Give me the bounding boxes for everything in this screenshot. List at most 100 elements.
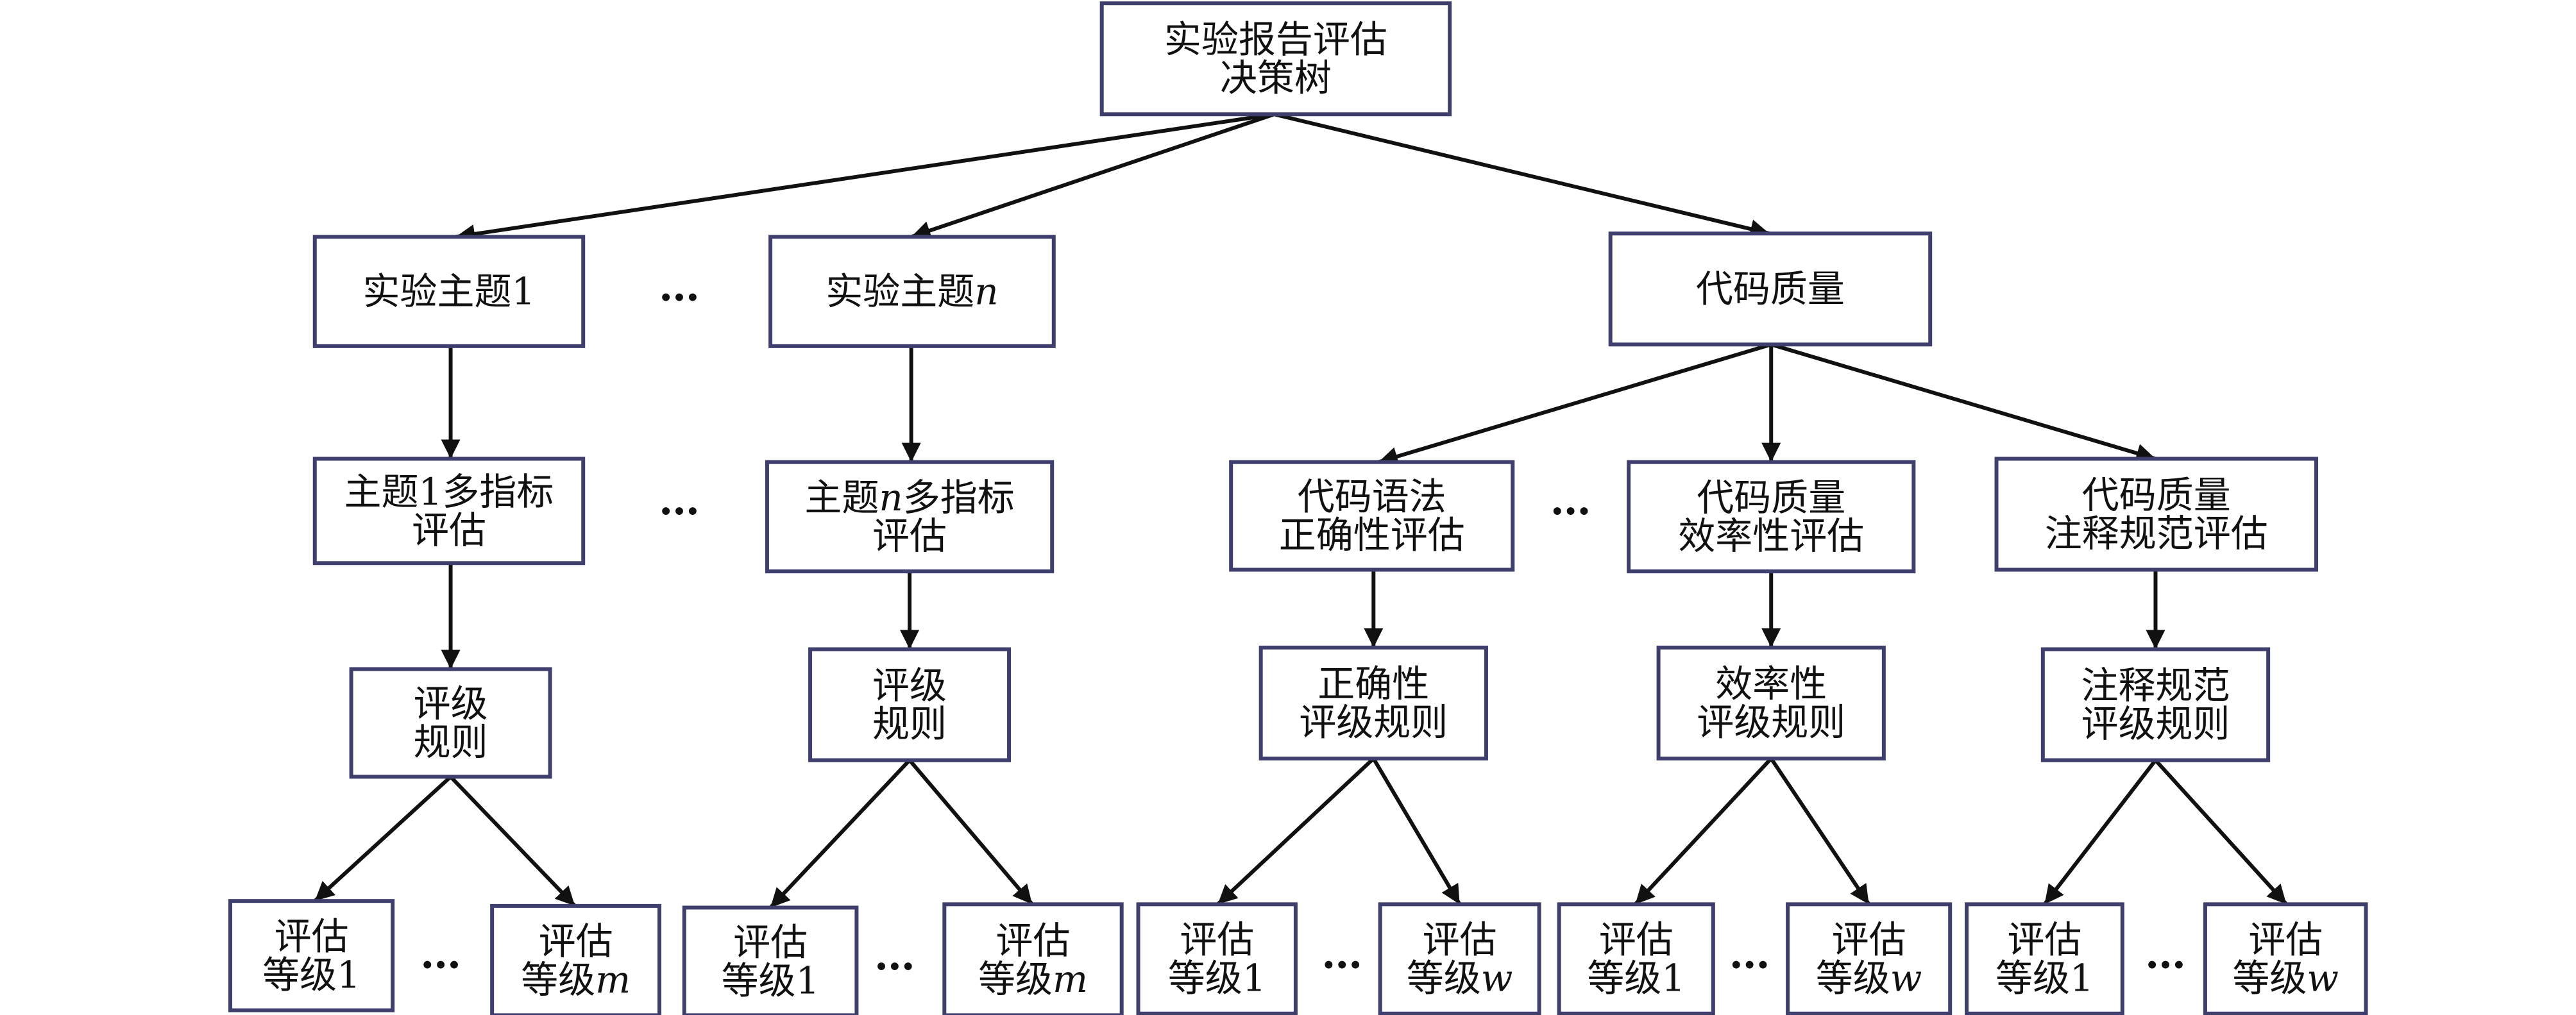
edges: [313, 112, 2288, 909]
node-code: 代码质量: [1608, 231, 1933, 347]
edge-arrow: [2154, 759, 2288, 906]
node-box: [1965, 902, 2124, 1015]
node-box: [1994, 457, 2319, 572]
node-tn-rule: 评级规则: [808, 647, 1012, 762]
node-label: 实验主题1: [363, 270, 536, 314]
node-label: 注释规范: [2081, 664, 2230, 707]
node-topic1: 实验主题1: [312, 235, 586, 348]
node-box: [768, 235, 1056, 348]
edge-arrow: [1216, 757, 1375, 906]
node-box: [1627, 460, 1916, 574]
node-label: 评估: [1599, 918, 1674, 962]
node-box: [349, 667, 552, 779]
node-label: 代码质量: [1697, 476, 1845, 519]
edge-arrow: [1273, 112, 1770, 239]
node-label: 等级w: [1816, 957, 1922, 1000]
node-label: 等级1: [1587, 957, 1685, 1000]
node-box: [1136, 902, 1298, 1015]
edge-arrow: [768, 759, 911, 909]
edge-arrow: [1371, 757, 1462, 905]
node-label: 评级规则: [2081, 702, 2230, 746]
edge-arrow: [1378, 342, 1772, 466]
node-label: 等级1: [722, 959, 820, 1002]
node-label: 规则: [414, 720, 488, 764]
node-box: [1656, 645, 1886, 761]
node-label: 决策树: [1220, 56, 1332, 100]
node-label: 评估: [733, 920, 808, 964]
node-label: 效率性: [1715, 662, 1827, 705]
node-label: 正确性: [1318, 662, 1429, 705]
node-topicn: 实验主题n: [768, 235, 1056, 348]
node-label: 正确性评估: [1279, 514, 1465, 557]
node-label: 评级规则: [1697, 700, 1845, 744]
node-box: [1378, 902, 1541, 1015]
node-label: 评估: [275, 914, 349, 958]
edge-arrow: [1769, 757, 1871, 905]
node-label: 主题1多指标: [344, 470, 554, 514]
node-box: [942, 902, 1124, 1015]
edge-arrow: [1634, 757, 1773, 906]
node-label: 评估: [1180, 918, 1254, 962]
ellipsis: …: [874, 932, 915, 980]
ellipsis: …: [1550, 476, 1591, 524]
node-box: [228, 899, 395, 1012]
node-box: [2203, 902, 2368, 1015]
node-label: 等级1: [1168, 957, 1266, 1000]
node-label: 评估: [539, 919, 613, 963]
node-label: 等级m: [978, 957, 1088, 1001]
edge-arrow: [455, 112, 1275, 244]
node-label: 评级规则: [1299, 700, 1448, 744]
node-label: 实验报告评估: [1164, 18, 1387, 62]
node-box: [1258, 645, 1488, 761]
node-label: 评估: [996, 919, 1070, 962]
node-box: [1099, 1, 1452, 117]
ellipsis: …: [659, 476, 700, 524]
node-label: 等级m: [521, 958, 631, 1002]
node-label: 评估: [872, 514, 947, 558]
node-label: 评估: [2007, 918, 2081, 962]
node-box: [1229, 460, 1515, 572]
ellipsis: …: [659, 263, 700, 311]
node-label: 规则: [872, 702, 947, 746]
edge-arrow: [313, 775, 452, 903]
edge-arrow: [449, 775, 577, 907]
node-label: 实验主题n: [826, 270, 998, 314]
node-label: 效率性评估: [1678, 514, 1864, 558]
edge-arrow: [2043, 759, 2157, 906]
ellipsis: …: [1729, 930, 1770, 978]
node-label: 等级w: [1407, 957, 1513, 1000]
node-label: 代码语法: [1298, 475, 1446, 519]
node-box: [765, 460, 1055, 574]
node-label: 等级1: [262, 953, 360, 996]
node-box: [312, 235, 586, 348]
node-label: 评估: [1832, 918, 1906, 962]
edge-arrow: [908, 759, 1034, 906]
node-label: 代码质量: [1696, 267, 1845, 311]
node-box: [808, 647, 1012, 762]
node-label: 注释规范评估: [2045, 512, 2268, 555]
node-box: [490, 903, 662, 1015]
node-label: 评级: [414, 682, 488, 725]
node-t1-rule: 评级规则: [349, 667, 552, 779]
edge-arrow: [910, 112, 1275, 240]
node-label: 评估: [2248, 918, 2323, 962]
